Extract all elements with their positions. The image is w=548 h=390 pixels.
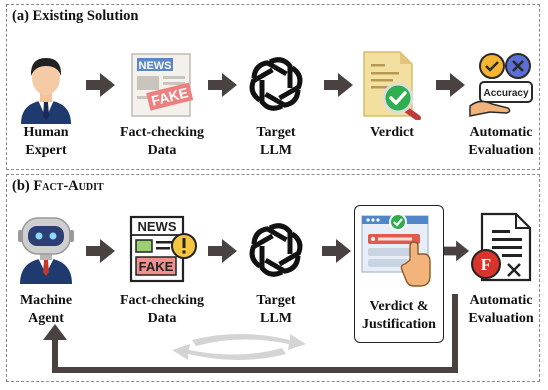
label-automatic-evaluation-b: Automatic Evaluation [468, 293, 534, 326]
svg-text:NEWS: NEWS [138, 219, 177, 234]
label-fact-checking-data-b: Fact-checking Data [120, 293, 204, 326]
llm-knot-icon [249, 57, 303, 111]
fake-news-icon: NEWS FAKE [131, 53, 194, 117]
flow-arrow [444, 240, 470, 262]
svg-text:F: F [481, 255, 491, 274]
panel-existing-solution: (a) Existing Solution [6, 4, 540, 170]
label-fact-checking-data-a: Fact-checking Data [120, 125, 204, 158]
flow-arrow [86, 239, 115, 263]
svg-text:NEWS: NEWS [139, 60, 172, 72]
accuracy-icon: Accuracy [469, 53, 533, 117]
svg-text:Accuracy: Accuracy [483, 88, 528, 99]
label-machine-agent: Machine Agent [19, 293, 73, 326]
panel-fact-audit: (b) Fact-Audit [6, 174, 540, 382]
label-target-llm-b: Target LLM [256, 293, 296, 326]
label-target-llm-a: Target LLM [256, 125, 296, 158]
label-verdict: Verdict [370, 125, 414, 140]
llm-knot-icon [249, 223, 303, 277]
flow-arrow [436, 73, 465, 97]
evaluation-document-icon: F [471, 212, 532, 282]
flow-arrow [208, 239, 237, 263]
label-verdict-justification: Verdict & Justification [362, 299, 436, 332]
panel-b-title: (b) Fact-Audit [12, 178, 104, 194]
panel-a-title: (a) Existing Solution [12, 8, 139, 24]
flow-arrow [324, 73, 353, 97]
flow-arrow [208, 73, 237, 97]
robot-agent-icon [18, 217, 74, 284]
svg-text:FAKE: FAKE [139, 259, 174, 274]
news-checking-icon: NEWS FAKE [129, 215, 197, 283]
label-automatic-evaluation-a: Automatic Evaluation [468, 125, 534, 158]
iteration-cycle-icon [172, 334, 306, 360]
human-expert-icon [21, 58, 71, 124]
justification-screen-icon [361, 213, 431, 287]
label-human-expert: Human Expert [23, 125, 69, 158]
feedback-loop-arrow [43, 294, 458, 373]
verdict-document-icon [363, 51, 421, 120]
flow-arrow [86, 73, 115, 97]
flow-arrow [322, 239, 351, 263]
